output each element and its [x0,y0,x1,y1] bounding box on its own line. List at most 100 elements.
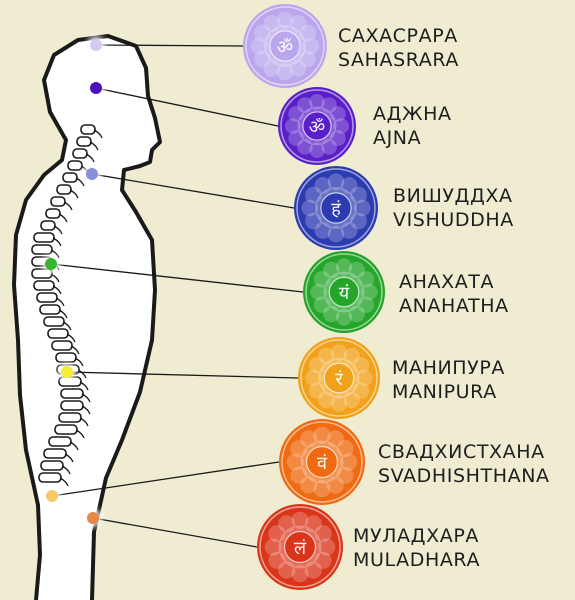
connector-line [91,173,295,209]
vertebra-process [59,477,69,487]
vertebra-process [50,273,60,283]
vertebra-process [89,141,99,151]
vertebra-process [70,345,80,355]
vertebra-process [52,285,62,295]
vertebra-process [79,417,89,427]
svg-text:लं: लं [294,538,307,559]
chakra-name-ru: САХАСРАРА [338,25,458,47]
vertebra [48,436,72,447]
chakra-dot [83,165,101,183]
vertebra [58,412,82,423]
vertebra [39,304,61,315]
vertebra [72,148,88,159]
chakra-mandala-icon: लं [257,504,343,590]
chakra-mandala-icon: यं [303,251,385,333]
connector-line [92,517,258,548]
chakra-mandala-icon: हं [294,166,378,250]
vertebra [33,232,55,243]
chakra-dot [58,363,76,381]
vertebra-process [50,249,60,259]
chakra-name-en: MULADHARA [353,549,481,571]
vertebra-process [55,297,65,307]
vertebra [33,280,55,291]
chakra-dot [87,36,105,54]
vertebra [60,400,84,411]
vertebra-process [58,309,68,319]
vertebra [36,292,58,303]
chakra-name-ru: АДЖНА [373,103,452,125]
vertebra [54,424,78,435]
connector-line [66,371,299,379]
vertebra [47,328,69,339]
vertebra [38,472,62,483]
chakra-name-en: AJNA [373,127,422,149]
vertebra [51,340,73,351]
vertebra-process [75,177,85,187]
body-silhouette [12,34,162,600]
vertebra-process [66,333,76,343]
vertebra [56,184,72,195]
vertebra-process [77,369,87,379]
vertebra [31,244,53,255]
chakra-dot [87,79,105,97]
connector-line [95,87,279,127]
vertebra [50,196,66,207]
body-dots [42,36,105,527]
vertebra [40,460,64,471]
connector-line [51,461,280,497]
chakra-name-en: SVADHISHTHANA [378,465,550,487]
vertebra-process [61,465,71,475]
vertebra-process [53,225,63,235]
svg-text:ॐ: ॐ [277,37,293,58]
vertebra-process [69,189,79,199]
chakra-mandala-icon: रं [298,337,380,419]
vertebra-process [81,405,91,415]
vertebra [67,160,83,171]
svg-text:वं: वं [317,453,328,474]
vertebra-process [81,393,91,403]
chakra-name-ru: СВАДХИСТХАНА [378,441,545,463]
connector-line [50,263,304,293]
chakra-name-ru: АНАХАТА [399,271,495,293]
svg-text:हं: हं [331,199,341,220]
chakra-mandala-icon: वं [279,419,365,505]
vertebra-process [62,321,72,331]
vertebra-process [69,441,79,451]
chakra-name-ru: МАНИПУРА [392,357,506,379]
chakra-mandala-icon: ॐ [243,4,327,88]
vertebra-process [93,129,103,139]
chakra-name-ru: ВИШУДДХА [393,185,513,207]
vertebra [43,448,67,459]
svg-text:यं: यं [339,283,350,304]
vertebra-process [64,453,74,463]
vertebra-process [58,213,68,223]
vertebra [62,172,78,183]
chakra-name-en: ANAHATHA [399,295,509,317]
chakra-dot [84,509,102,527]
vertebra-process [52,237,62,247]
connector-lines [50,44,304,548]
vertebra-process [74,357,84,367]
chakra-circles: ॐ ॐ हं यं रं वं लं [243,4,385,590]
chakra-name-en: VISHUDDHA [393,209,514,231]
vertebra-process [75,429,85,439]
chakra-name-en: MANIPURA [392,381,497,403]
vertebra [55,352,77,363]
chakra-name-ru: МУЛАДХАРА [353,525,479,547]
chakra-dot [43,487,61,505]
vertebra [80,124,96,135]
connector-line [95,44,244,47]
vertebra [45,208,61,219]
svg-text:रं: रं [335,369,343,390]
chakra-mandala-icon: ॐ [278,87,356,165]
vertebra-process [63,201,73,211]
